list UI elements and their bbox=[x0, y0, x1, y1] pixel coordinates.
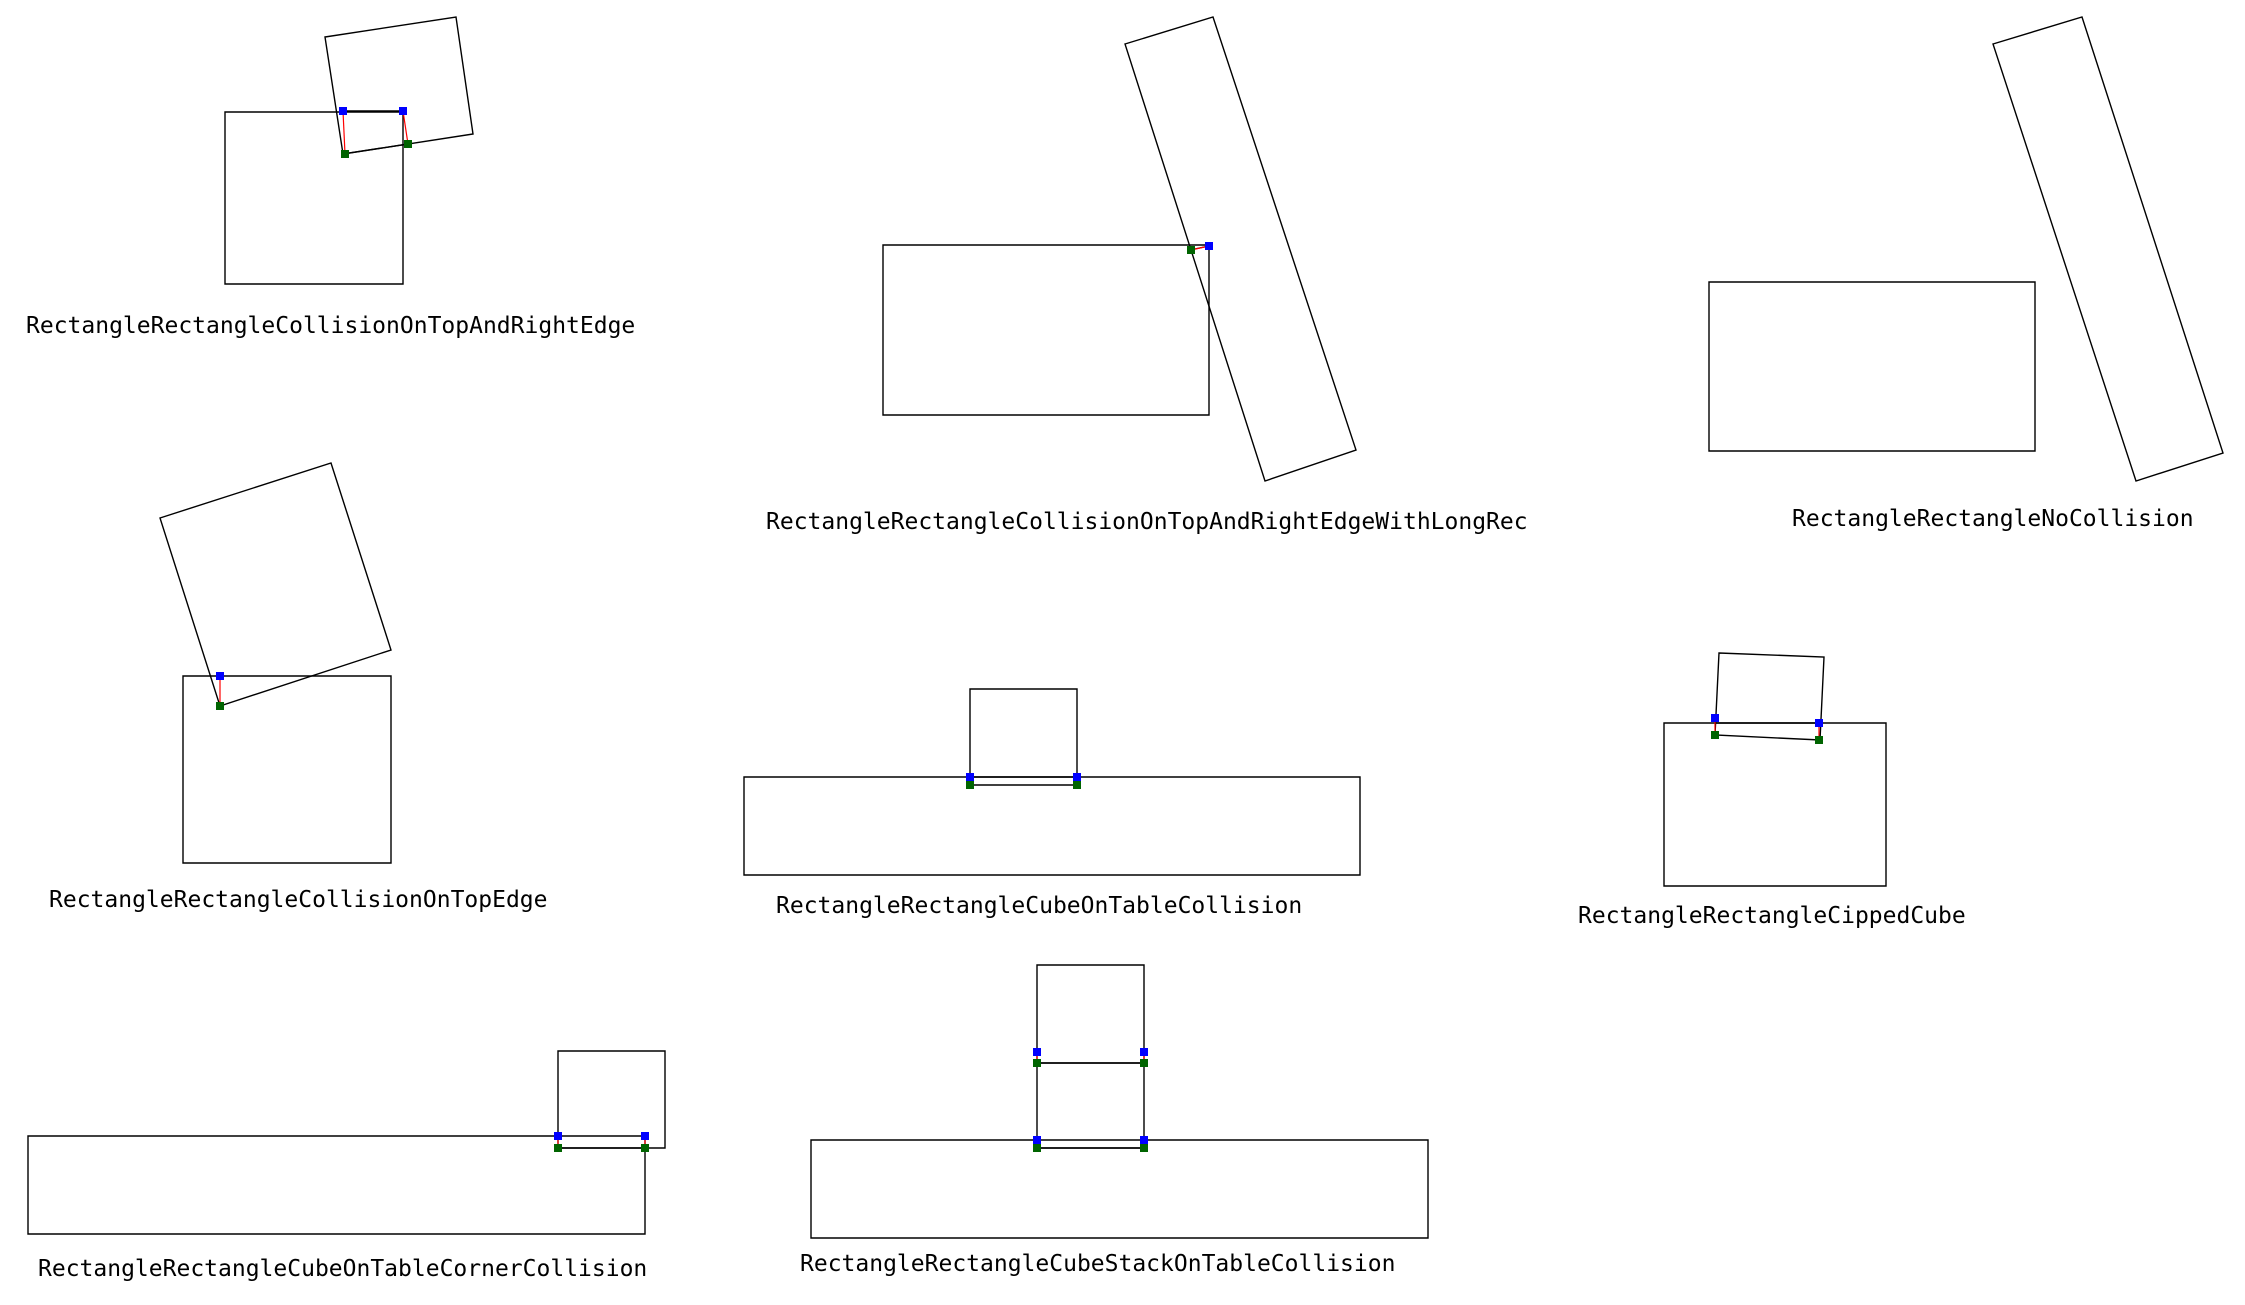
p5-cube bbox=[969, 688, 1078, 778]
caption-cube-stack-on-table: RectangleRectangleCubeStackOnTableCollis… bbox=[800, 1251, 1396, 1277]
p7-c2-contact-point-green bbox=[641, 1144, 649, 1152]
p1-rotated-rect bbox=[324, 16, 474, 155]
p7-c1-contact-point-blue bbox=[554, 1132, 562, 1140]
p4-c1-contact-point-green bbox=[216, 702, 224, 710]
p7-cube bbox=[557, 1050, 666, 1149]
p3-long-rect bbox=[1992, 16, 2224, 482]
caption-no-collision: RectangleRectangleNoCollision bbox=[1792, 506, 2194, 532]
p6-static-rect bbox=[1663, 722, 1887, 887]
caption-collision-top-right-edge: RectangleRectangleCollisionOnTopAndRight… bbox=[26, 313, 636, 339]
p8-cube-top bbox=[1036, 964, 1145, 1064]
caption-cipped-cube: RectangleRectangleCippedCube bbox=[1578, 903, 1966, 929]
p3-static-rect bbox=[1708, 281, 2036, 452]
p5-c1-contact-point-blue bbox=[966, 773, 974, 781]
p8-c2-contact-point-blue bbox=[1140, 1048, 1148, 1056]
p6-c2-contact-point-green bbox=[1815, 736, 1823, 744]
caption-collision-top-right-edge-long-rec: RectangleRectangleCollisionOnTopAndRight… bbox=[766, 509, 1528, 535]
p4-c1-contact-point-blue bbox=[216, 672, 224, 680]
p6-c1-contact-point-blue bbox=[1711, 714, 1719, 722]
p5-c2-contact-point-blue bbox=[1073, 773, 1081, 781]
p1-c1-contact-point-blue bbox=[339, 107, 347, 115]
p7-table bbox=[27, 1135, 646, 1235]
p1-c2-contact-point-blue bbox=[399, 107, 407, 115]
p6-c2-contact-point-blue bbox=[1815, 719, 1823, 727]
p8-c4-contact-point-green bbox=[1140, 1144, 1148, 1152]
p6-c1-contact-point-green bbox=[1711, 731, 1719, 739]
caption-cube-on-table: RectangleRectangleCubeOnTableCollision bbox=[776, 893, 1303, 919]
p2-static-rect bbox=[882, 244, 1210, 416]
p4-static-rect bbox=[182, 675, 392, 864]
p1-c2-normal-line bbox=[402, 110, 409, 145]
p8-c2-contact-point-green bbox=[1140, 1059, 1148, 1067]
p4-rotated-rect bbox=[159, 462, 392, 707]
p8-c3-contact-point-green bbox=[1033, 1144, 1041, 1152]
p8-c4-contact-point-blue bbox=[1140, 1136, 1148, 1144]
p8-c3-contact-point-blue bbox=[1033, 1136, 1041, 1144]
caption-collision-top-edge: RectangleRectangleCollisionOnTopEdge bbox=[49, 887, 548, 913]
p7-c1-contact-point-green bbox=[554, 1144, 562, 1152]
p8-c1-contact-point-green bbox=[1033, 1059, 1041, 1067]
p2-c1-contact-point-blue bbox=[1205, 242, 1213, 250]
p2-c1-contact-point-green bbox=[1187, 246, 1195, 254]
p7-c2-contact-point-blue bbox=[641, 1132, 649, 1140]
p1-c2-contact-point-green bbox=[404, 140, 412, 148]
p5-table bbox=[743, 776, 1361, 876]
p1-contact-connector-bottom bbox=[342, 143, 409, 155]
p1-c1-normal-line bbox=[342, 110, 346, 155]
p8-c1-contact-point-blue bbox=[1033, 1048, 1041, 1056]
p8-table bbox=[810, 1139, 1429, 1239]
p8-cube-bottom bbox=[1036, 1062, 1145, 1149]
p6-cipped-cube bbox=[1714, 652, 1825, 741]
caption-cube-on-table-corner: RectangleRectangleCubeOnTableCornerColli… bbox=[38, 1256, 648, 1282]
p5-c2-contact-point-green bbox=[1073, 781, 1081, 789]
p1-c1-contact-point-green bbox=[341, 150, 349, 158]
p1-static-rect bbox=[224, 111, 404, 285]
p2-long-rect bbox=[1124, 16, 1357, 482]
p5-c1-contact-point-green bbox=[966, 781, 974, 789]
